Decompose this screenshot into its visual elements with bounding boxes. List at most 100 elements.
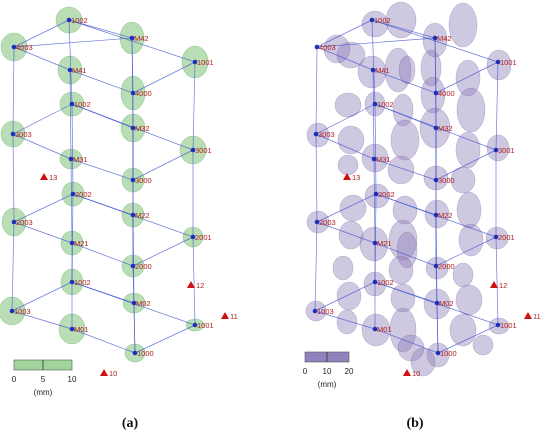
- node-label: M31: [376, 155, 391, 164]
- uncertainty-ellipse: [458, 223, 484, 257]
- node-label: 3000: [438, 176, 455, 185]
- node-label: 3003: [15, 130, 32, 139]
- lattice-edge: [374, 281, 438, 304]
- lattice-edge: [316, 19, 373, 48]
- node-label: 4003: [319, 43, 336, 52]
- node-label: M22: [438, 211, 453, 220]
- lattice-edge: [373, 158, 437, 181]
- lattice-edge: [68, 19, 73, 105]
- node-label: 1002: [374, 16, 391, 25]
- lattice-edges: [314, 19, 499, 354]
- lattice-edges: [11, 19, 196, 354]
- uncertainty-ellipse: [384, 47, 412, 93]
- uncertainty-ellipse: [392, 195, 418, 225]
- lattice-edge: [12, 103, 73, 135]
- node-label: 1002: [377, 278, 394, 287]
- lattice-edge: [132, 265, 136, 354]
- lattice-edge: [435, 236, 497, 267]
- lattice-node: [372, 326, 378, 332]
- lattice-edge: [374, 103, 437, 129]
- lattice-node: [70, 191, 76, 197]
- lattice-node: [433, 125, 439, 131]
- lattice-edge: [12, 133, 72, 160]
- lattice-node: [314, 219, 320, 225]
- panel-a-caption: (a): [121, 416, 139, 431]
- scale-tick-label: 5: [41, 375, 46, 384]
- uncertainty-ellipses: [305, 1, 512, 377]
- lattice-edge: [192, 236, 196, 326]
- lattice-node: [66, 17, 72, 23]
- node-label: 2000: [135, 262, 152, 271]
- lattice-edge: [13, 193, 74, 223]
- uncertainty-ellipse: [448, 2, 478, 48]
- lattice-node: [68, 156, 74, 162]
- node-label: 1003: [317, 307, 334, 316]
- node-label: M42: [134, 34, 149, 43]
- node-label: M01: [377, 325, 392, 334]
- lattice-edge: [134, 324, 196, 354]
- marker-label: 11: [230, 312, 238, 321]
- lattice-node: [493, 147, 499, 153]
- node-label: M02: [136, 299, 151, 308]
- lattice-node: [69, 279, 75, 285]
- uncertainty-ellipse: [390, 283, 416, 313]
- lattice-edge: [132, 149, 194, 181]
- uncertainty-ellipse: [390, 119, 420, 161]
- node-label: M42: [437, 34, 452, 43]
- node-label: 1002: [71, 16, 88, 25]
- lattice-edge: [316, 37, 436, 48]
- lattice-node: [132, 350, 138, 356]
- lattice-edge: [434, 37, 437, 129]
- lattice-node: [433, 90, 439, 96]
- lattice-node: [9, 308, 15, 314]
- scale-tick-label: 0: [303, 367, 308, 376]
- lattice-edge: [71, 328, 136, 354]
- uncertainty-ellipse: [455, 284, 483, 316]
- lattice-edge: [316, 193, 377, 223]
- node-label: M22: [135, 211, 150, 220]
- lattice-edge: [375, 193, 437, 216]
- marker-label: 13: [49, 173, 57, 182]
- lattice-edge: [11, 221, 15, 312]
- lattice-edge: [11, 310, 73, 330]
- node-label: 3001: [498, 146, 515, 155]
- node-label: 1002: [377, 100, 394, 109]
- lattice-edge: [13, 221, 73, 244]
- uncertainty-ellipse: [455, 131, 481, 169]
- lattice-edge: [374, 193, 377, 283]
- lattice-edge: [12, 46, 15, 135]
- lattice-node: [131, 300, 137, 306]
- lattice-edge: [72, 193, 134, 216]
- node-label: 1001: [500, 321, 517, 330]
- lattice-edge: [11, 281, 73, 312]
- lattice-edge: [374, 328, 439, 354]
- node-label: 3000: [135, 176, 152, 185]
- lattice-node: [129, 35, 135, 41]
- triangle-marker-icon: [221, 312, 229, 319]
- lattice-edge: [192, 61, 196, 151]
- lattice-node: [312, 308, 318, 314]
- uncertainty-ellipse: [332, 255, 354, 281]
- uncertainty-ellipse: [385, 1, 417, 39]
- lattice-edge: [315, 133, 375, 160]
- scale-tick-label: 0: [12, 375, 17, 384]
- uncertainty-ellipse: [334, 92, 362, 118]
- lattice-edge: [315, 46, 318, 135]
- node-label: 2001: [195, 233, 212, 242]
- uncertainty-ellipse: [455, 59, 481, 97]
- lattice-edge: [435, 61, 499, 94]
- triangle-marker-icon: [343, 173, 351, 180]
- marker-label: 10: [109, 369, 117, 378]
- lattice-node: [493, 234, 499, 240]
- lattice-node: [190, 234, 196, 240]
- lattice-edge: [69, 69, 72, 160]
- node-label: M32: [438, 124, 453, 133]
- node-label: 1000: [137, 349, 154, 358]
- uncertainty-ellipse: [389, 307, 417, 353]
- lattice-node: [190, 147, 196, 153]
- node-label: M21: [377, 239, 392, 248]
- node-label: 2002: [378, 190, 395, 199]
- lattice-node: [69, 326, 75, 332]
- node-label: 1002: [74, 100, 91, 109]
